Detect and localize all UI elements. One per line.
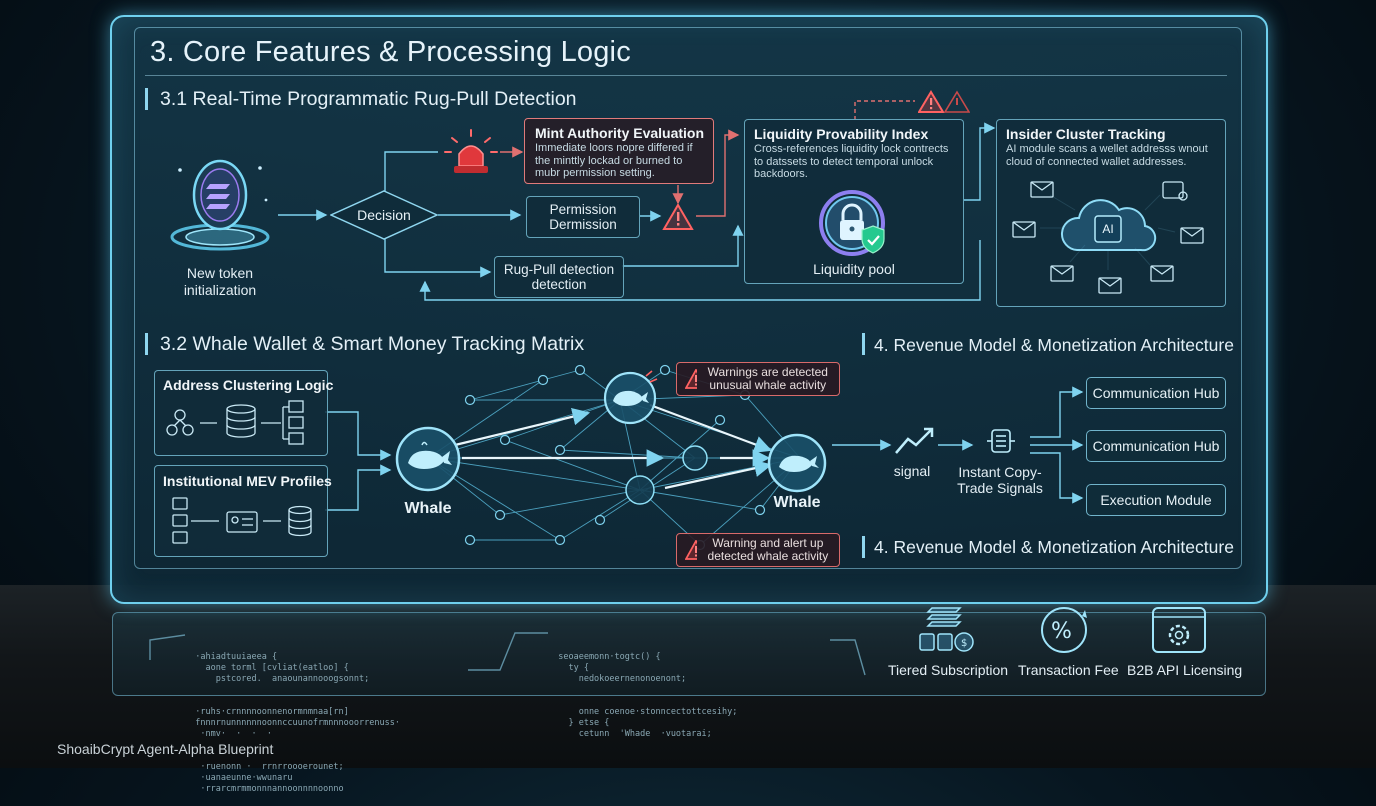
whale-right-icon (766, 432, 828, 494)
code-snippet-left: ·ahiadtuuiaeea { aone torml [cvliat(eatl… (185, 652, 400, 794)
signal-hub-icon (984, 424, 1018, 458)
decision-node: Decision (330, 190, 438, 240)
mev-flow-icon (172, 497, 312, 544)
copy-trade-label: Instant Copy-Trade Signals (957, 464, 1043, 496)
liquidity-text: Cross-references liquidity lock contrect… (754, 143, 949, 180)
liquidity-index-box: Liquidity Provability Index Cross-refere… (744, 119, 964, 284)
execution-module-button[interactable]: Execution Module (1086, 484, 1226, 516)
section-4-bar-bottom (862, 536, 865, 558)
footer-brand: ShoaibCrypt Agent-Alpha Blueprint (57, 741, 274, 757)
mev-profiles-box: Institutional MEV Profiles (154, 465, 332, 557)
code-snippet-right: seoaeemonn·togtc() { ty { nedokoeernenon… (548, 652, 738, 739)
transaction-fee-label: Transaction Fee (1018, 662, 1119, 678)
tiered-subscription-label: Tiered Subscription (888, 662, 1009, 678)
warning-pair-icon (917, 90, 971, 114)
clustering-flow-icon (166, 400, 304, 445)
decision-label: Decision (357, 207, 411, 223)
liquidity-pool-label: Liquidity pool (813, 261, 895, 277)
page-title: 3. Core Features & Processing Logic (150, 36, 631, 68)
token-label: New token initialization (183, 265, 257, 298)
liquidity-title: Liquidity Provability Index (754, 126, 929, 142)
section-4-bar (862, 333, 865, 355)
whale-left-label: Whale (404, 500, 452, 517)
signal-label: signal (893, 463, 931, 479)
wallet-mail-icons (1012, 181, 1204, 294)
inner-frame (134, 27, 1242, 569)
warning-top-text: Warnings are detected unusual whale acti… (707, 365, 828, 392)
warning-top-box: Warnings are detected unusual whale acti… (676, 362, 840, 396)
warning-icon (685, 369, 697, 389)
warning-bottom-box: Warning and alert up detected whale acti… (676, 533, 840, 567)
section-31-bar (145, 88, 148, 110)
whale-left-icon (394, 425, 462, 493)
insider-title: Insider Cluster Tracking (1006, 126, 1166, 142)
insider-text: AI module scans a wellet addresss wnout … (1006, 143, 1208, 168)
section-32-title: 3.2 Whale Wallet & Smart Money Tracking … (160, 333, 585, 355)
communication-hub-button-1[interactable]: Communication Hub (1086, 377, 1226, 409)
warning-icon (685, 540, 697, 560)
token-coin-icon (160, 140, 280, 260)
api-licensing-icon (1150, 604, 1208, 656)
rug-pull-box: Rug-Pull detection detection (494, 256, 624, 298)
siren-alert-icon (442, 128, 500, 176)
mint-text: Immediate loors nopre differed if the mi… (535, 142, 693, 179)
section-32-bar (145, 333, 148, 355)
mev-title: Institutional MEV Profiles (163, 473, 332, 489)
lock-shield-icon (817, 190, 897, 262)
mint-authority-box: Mint Authority Evaluation Immediate loor… (524, 118, 714, 184)
whale-right-label: Whale (773, 494, 821, 511)
transaction-fee-icon: % (1038, 604, 1090, 656)
section-31-title: 3.1 Real-Time Programmatic Rug-Pull Dete… (160, 88, 577, 110)
section-4-title-bottom: 4. Revenue Model & Monetization Architec… (874, 537, 1234, 557)
title-divider (145, 75, 1227, 76)
mint-title: Mint Authority Evaluation (535, 125, 705, 141)
svg-text:%: % (1051, 619, 1072, 644)
trend-up-icon (894, 425, 936, 457)
svg-text:$: $ (961, 638, 967, 649)
api-licensing-label: B2B API Licensing (1127, 662, 1243, 678)
ai-label: AI (1102, 222, 1114, 236)
tiered-subscription-icon: $ (914, 604, 978, 654)
warning-bottom-text: Warning and alert up detected whale acti… (707, 536, 829, 563)
ai-cloud-icon: AI (1057, 198, 1159, 256)
whale-center-icon (602, 370, 658, 426)
communication-hub-button-2[interactable]: Communication Hub (1086, 430, 1226, 462)
address-clustering-box: Address Clustering Logic (154, 370, 333, 456)
section-4-title-top: 4. Revenue Model & Monetization Architec… (874, 335, 1234, 355)
insider-cluster-box: Insider Cluster Tracking AI module scans… (996, 119, 1226, 307)
permission-box: Permission Dermission (526, 196, 640, 238)
address-clustering-title: Address Clustering Logic (163, 377, 334, 393)
warning-icon (662, 203, 694, 231)
base-glass-panel (112, 612, 1266, 696)
